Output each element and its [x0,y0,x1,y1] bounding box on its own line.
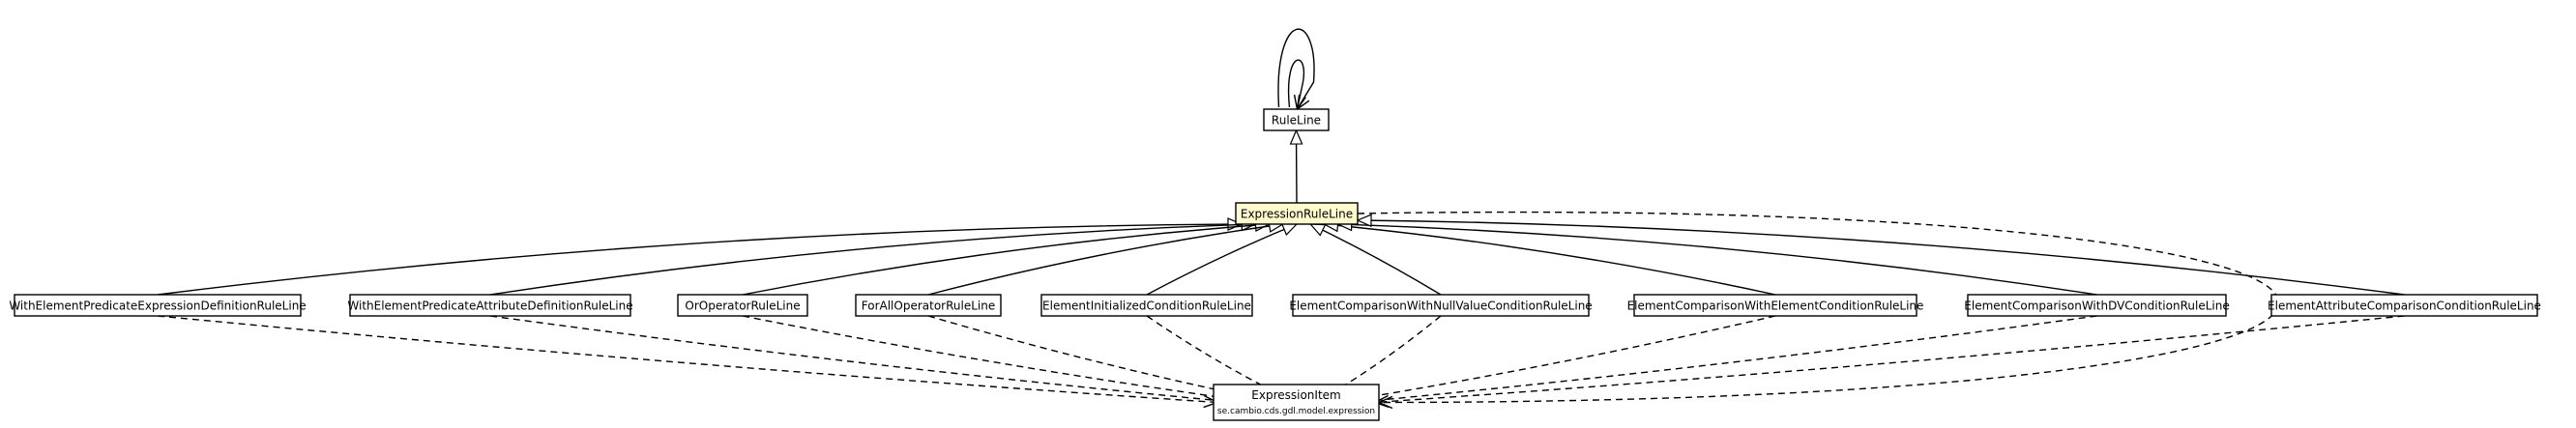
class-name: ElementComparisonWithNullValueConditionR… [1289,300,1592,313]
class-box [1633,294,1917,317]
class-box [14,294,302,317]
class-node-with-element-predicate-attribute-definition-rule-line[interactable]: WithElementPredicateAttributeDefinitionR… [347,294,633,317]
dependency-edge-n3-to-expressionitem [742,315,1257,403]
generalization-edge-n1-to-expressionruleline [157,224,1242,296]
class-box [349,294,631,317]
class-name: ExpressionItem [1251,388,1340,402]
class-node-element-initialized-condition-rule-line[interactable]: ElementInitializedConditionRuleLine [1040,294,1253,317]
class-name: RuleLine [1272,114,1321,128]
generalization-edge-expressionruleline-to-ruleline [1297,130,1298,204]
class-name: ForAllOperatorRuleLine [862,300,995,313]
dependency-edge-n4-to-expressionitem [927,315,1276,403]
class-node-expression-rule-line[interactable]: ExpressionRuleLine [1235,202,1359,225]
class-node-for-all-operator-rule-line[interactable]: ForAllOperatorRuleLine [855,294,1002,317]
dependency-edge-n7-to-expressionitem [1335,315,1776,403]
generalization-edge-n7-to-expressionruleline [1325,224,1776,296]
class-name: ExpressionRuleLine [1241,208,1353,221]
generalization-edge-n9-to-expressionruleline [1358,220,2405,296]
class-name: WithElementPredicateExpressionDefinition… [9,300,306,313]
package-name: se.cambio.cds.gdl.model.expression [1217,407,1375,416]
class-node-rule-line[interactable]: RuleLine [1263,108,1330,131]
class-node-element-comparison-with-dvcondition-rule-line[interactable]: ElementComparisonWithDVConditionRuleLine [1964,294,2230,317]
class-node-expression-item[interactable]: ExpressionItem se.cambio.cds.gdl.model.ex… [1213,384,1380,421]
class-name: ElementComparisonWithElementConditionRul… [1627,300,1924,313]
class-box [1040,294,1253,317]
edges-layer [157,28,2405,403]
class-box [1235,202,1359,225]
class-node-element-comparison-with-element-condition-rule-line[interactable]: ElementComparisonWithElementConditionRul… [1627,294,1924,317]
class-name: WithElementPredicateAttributeDefinitionR… [347,300,632,313]
class-box [2270,294,2538,317]
class-box [855,294,1002,317]
class-name: ElementComparisonWithDVConditionRuleLine [1964,300,2229,313]
class-name: ElementAttributeComparisonConditionRuleL… [2268,300,2541,313]
generalization-edge-n4-to-expressionruleline [927,224,1283,296]
class-box [1292,294,1590,317]
dependency-edge-expressionruleline-to-expressionitem [1357,211,2280,403]
generalization-edge-n3-to-expressionruleline [742,224,1270,296]
class-box [1967,294,2227,317]
class-node-element-comparison-with-null-value-condition-rule-line[interactable]: ElementComparisonWithNullValueConditionR… [1289,294,1593,317]
generalization-edge-n2-to-expressionruleline [489,224,1255,296]
class-box [1213,384,1380,421]
class-name: OrOperatorRuleLine [685,300,800,313]
dependency-edge-n8-to-expressionitem [1356,315,2097,403]
class-box [677,294,808,317]
class-node-with-element-predicate-expression-definition-rule-line[interactable]: WithElementPredicateExpressionDefinition… [9,294,307,317]
generalization-edge-n5-to-expressionruleline [1146,224,1297,296]
class-node-element-attribute-comparison-condition-rule-line[interactable]: ElementAttributeComparisonConditionRuleL… [2268,294,2541,317]
generalization-edge-n8-to-expressionruleline [1338,224,2097,296]
nodes-layer: RuleLineExpressionRuleLineWithElementPre… [9,108,2541,421]
dependency-edge-n9-to-expressionitem [1375,315,2405,403]
self-association-edge-ruleline-to-ruleline [1287,59,1304,109]
class-box [1263,108,1330,131]
dependency-edge-n1-to-expressionitem [157,315,1217,403]
dependency-edge-n6-to-expressionitem [1316,315,1442,403]
self-association-edge-ruleline-to-ruleline [1277,28,1315,109]
class-name: ElementInitializedConditionRuleLine [1042,300,1251,313]
class-node-or-operator-rule-line[interactable]: OrOperatorRuleLine [677,294,808,317]
dependency-edge-n2-to-expressionitem [489,315,1237,403]
